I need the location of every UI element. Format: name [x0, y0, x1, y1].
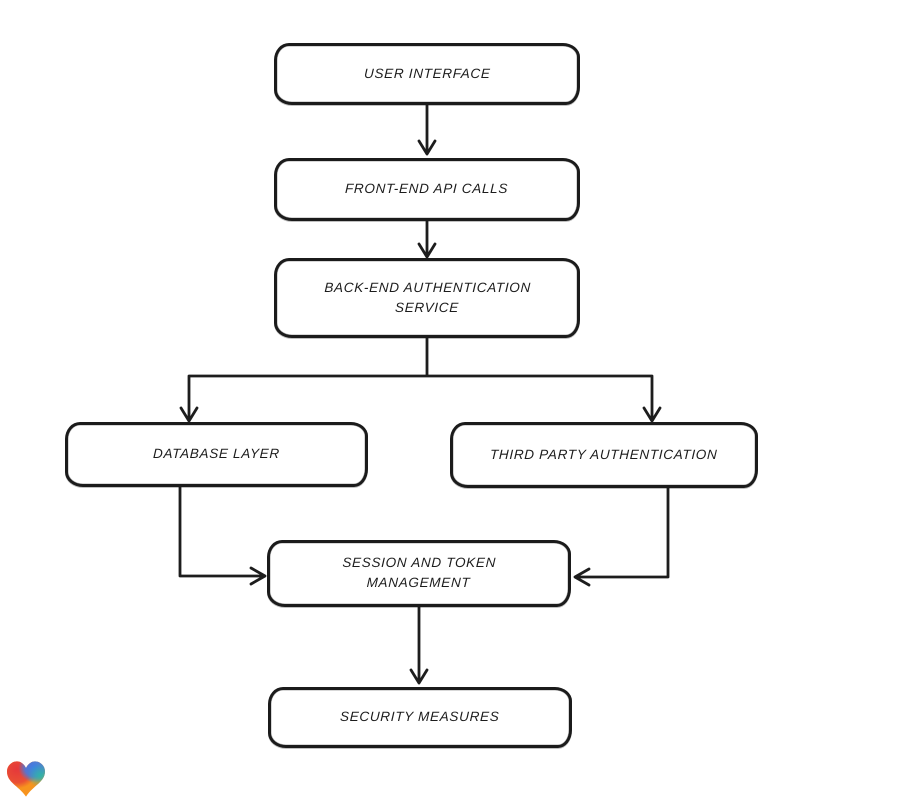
heart-icon — [7, 761, 45, 797]
node-security-measures-label: SECURITY MEASURES — [340, 709, 501, 725]
node-security-measures: SECURITY MEASURES — [268, 687, 572, 748]
node-third-party-authentication-label: THIRD PARTY AUTHENTICATION — [490, 446, 719, 462]
arrow-api-to-backend — [417, 219, 437, 259]
node-back-end-authentication-service: BACK-END AUTHENTICATION SERVICE — [274, 258, 580, 338]
node-session-and-token-management-label: SESSION AND TOKEN MANAGEMENT — [342, 555, 497, 591]
node-third-party-authentication: THIRD PARTY AUTHENTICATION — [450, 422, 758, 488]
arrow-backend-branch — [179, 336, 662, 423]
node-database-layer: DATABASE LAYER — [65, 422, 368, 487]
arrow-database-to-session — [178, 485, 267, 586]
node-user-interface-label: USER INTERFACE — [363, 65, 491, 81]
node-front-end-api-calls-label: FRONT-END API CALLS — [345, 181, 509, 197]
node-session-and-token-management: SESSION AND TOKEN MANAGEMENT — [267, 540, 571, 607]
arrow-ui-to-api — [417, 103, 437, 156]
node-database-layer-label: DATABASE LAYER — [152, 446, 281, 462]
node-user-interface: USER INTERFACE — [274, 43, 580, 105]
node-front-end-api-calls: FRONT-END API CALLS — [274, 158, 580, 221]
arrow-thirdparty-to-session — [573, 486, 670, 587]
node-back-end-authentication-service-label: BACK-END AUTHENTICATION SERVICE — [323, 279, 531, 315]
arrow-session-to-security — [409, 605, 429, 685]
